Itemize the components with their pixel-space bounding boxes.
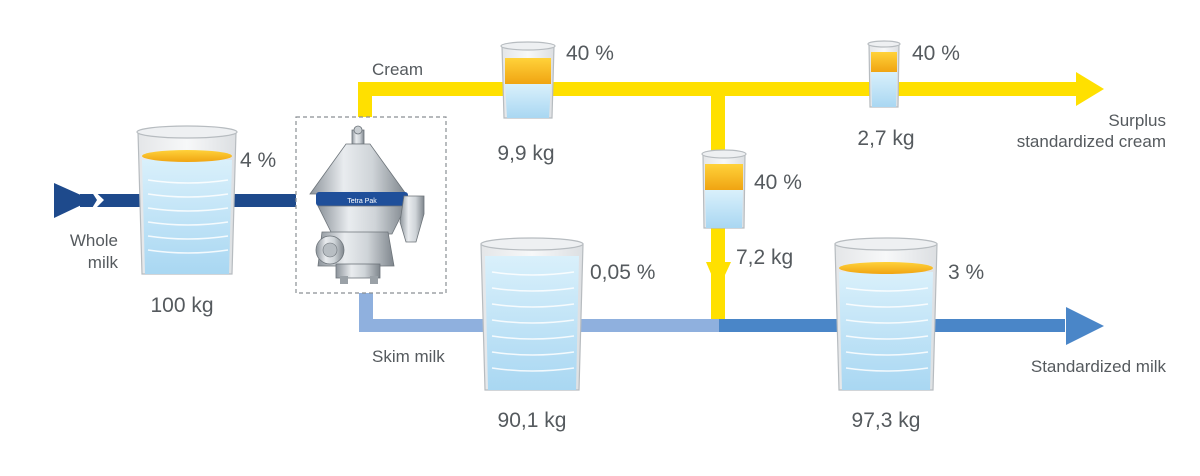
standardized-milk-arrow [1066,307,1104,345]
labels: Whole milk 100 kg 4 % Cream 40 % 9,9 kg … [70,42,1167,432]
cream-fat: 40 % [566,42,614,65]
surplus-cream-fat: 40 % [912,42,960,65]
whole-milk-arrow-notch [86,183,104,218]
whole-milk-inlet-arrow [54,183,92,218]
surplus-cream-beaker [867,40,901,108]
surplus-cream-arrow [1076,72,1104,106]
separator-body [317,205,407,235]
surplus-cream-label-line1: Surplus [1108,111,1166,130]
whole-milk-beaker [136,125,238,275]
cream-to-milk-arrow [706,262,731,290]
separator-band [316,192,408,206]
cream-beaker [500,41,556,119]
surplus-cream-mass: 2,7 kg [857,127,914,150]
skim-milk-label: Skim milk [372,347,445,366]
cream-label: Cream [372,60,423,79]
skim-milk-beaker [480,237,584,391]
whole-milk-label-line2: milk [88,253,119,272]
skim-milk-mass: 90,1 kg [498,409,567,432]
standardized-milk-beaker [834,237,938,391]
separator-side-outlet [399,195,425,243]
standardized-milk-mass: 97,3 kg [852,409,921,432]
whole-milk-fat: 4 % [240,149,276,172]
whole-milk-label-line1: Whole [70,231,118,250]
cream-to-milk-mass: 7,2 kg [736,246,793,269]
separator: Tetra Pak [295,116,447,294]
surplus-cream-label-line2: standardized cream [1017,132,1166,151]
standardized-milk-fat: 3 % [948,261,984,284]
cream-to-milk-beaker [701,149,747,229]
separator-brand: Tetra Pak [347,198,377,205]
whole-milk-mass: 100 kg [150,294,213,317]
cream-to-milk-fat: 40 % [754,171,802,194]
cream-mass: 9,9 kg [497,142,554,165]
standardized-milk-label: Standardized milk [1031,357,1167,376]
skim-milk-fat: 0,05 % [590,261,655,284]
